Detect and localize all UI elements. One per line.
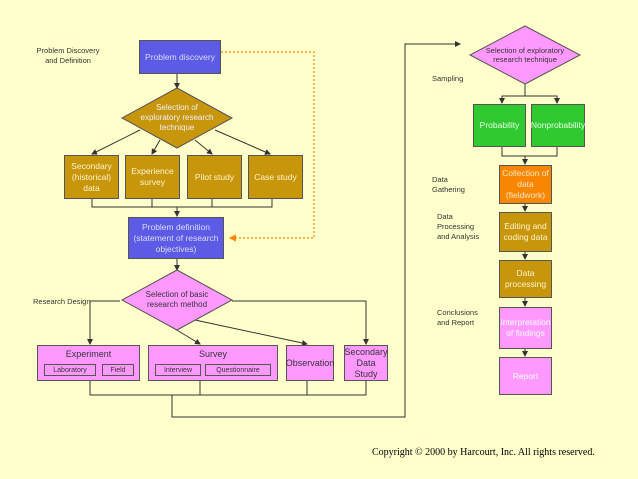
experiment-box: Experiment Laboratory Field <box>37 345 140 381</box>
exploratory-diamond-text: Selection of exploratory research techni… <box>140 103 214 132</box>
right-exploratory-diamond-text: Selection of exploratory research techni… <box>485 46 565 64</box>
field-box: Field <box>102 364 134 376</box>
secondary-historical-box: Secondary (historical) data <box>64 155 119 199</box>
stage-label-conclusions: Conclusions and Report <box>437 308 478 327</box>
interview-box: Interview <box>155 364 201 376</box>
collection-box: Collection of data (fieldwork) <box>499 165 552 204</box>
stage-label-problem: Problem Discovery and Definition <box>36 46 100 65</box>
probability-box: Probability <box>473 104 526 147</box>
survey-box: Survey Interview Questionnaire <box>148 345 278 381</box>
right-exploratory-diamond-shape <box>468 25 582 85</box>
questionnaire-box: Questionnaire <box>205 364 271 376</box>
case-study-box: Case study <box>248 155 303 199</box>
editing-coding-box: Editing and coding data <box>499 212 552 252</box>
interpretation-box: Interpretation of findings <box>499 307 552 349</box>
problem-definition-box: Problem definition (statement of researc… <box>128 217 224 259</box>
experience-survey-box: Experience survey <box>125 155 180 199</box>
secondary-data-study-box: Secondary Data Study <box>344 345 388 381</box>
experiment-title: Experiment <box>65 349 112 359</box>
exploratory-diamond-shape <box>120 87 234 149</box>
stage-label-sampling: Sampling <box>432 74 464 83</box>
basic-method-diamond-shape <box>120 269 234 331</box>
basic-method-diamond-text: Selection of basic research method <box>145 290 209 309</box>
stage-label-design: Research Design <box>33 297 91 306</box>
nonprobability-box: Nonprobability <box>531 104 585 147</box>
copyright-text: Copyright © 2000 by Harcourt, Inc. All r… <box>372 447 595 458</box>
stage-label-processing: Data Processing and Analysis <box>437 212 480 241</box>
stage-label-gathering: Data Gathering <box>432 175 465 194</box>
data-processing-box: Data processing <box>499 260 552 298</box>
survey-title: Survey <box>198 349 227 359</box>
problem-discovery-box: Problem discovery <box>139 40 221 74</box>
observation-box: Observation <box>286 345 334 381</box>
laboratory-box: Laboratory <box>44 364 96 376</box>
pilot-study-box: Pilot study <box>187 155 242 199</box>
report-box: Report <box>499 357 552 395</box>
